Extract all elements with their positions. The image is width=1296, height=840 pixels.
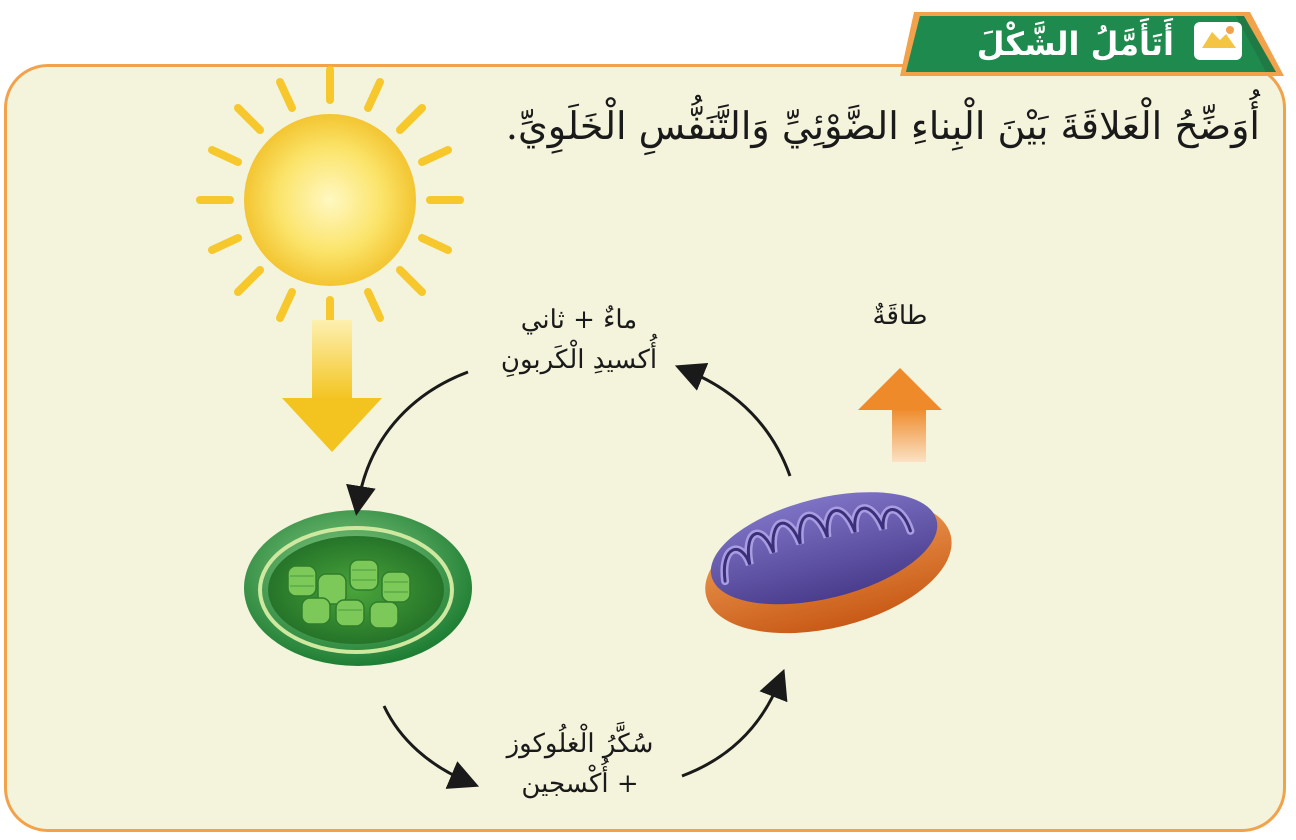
energy-label: طاقَةٌ	[840, 296, 960, 336]
inputs-label-line2: أُكسيدِ الْكَربونِ	[474, 340, 684, 380]
products-label-line1: سُكَّرُ الْغلُوكوز	[470, 724, 690, 764]
header-tab: أَتَأَمَّلُ الشَّكْلَ	[900, 12, 1284, 78]
cycle-arrow-to-chloroplast	[358, 372, 468, 504]
cycle-arrow-to-mitochondrion	[682, 680, 780, 776]
book-icon	[1190, 18, 1246, 64]
cycle-arrow-to-products	[384, 706, 468, 782]
products-label-line2: + أُكْسجين	[470, 764, 690, 804]
question-text: أُوَضِّحُ الْعَلاقَةَ بَيْنَ الْبِناءِ ا…	[506, 104, 1260, 148]
inputs-label-line1: ماءٌ + ثاني	[474, 300, 684, 340]
header-title: أَتَأَمَّلُ الشَّكْلَ	[977, 22, 1174, 66]
products-label: سُكَّرُ الْغلُوكوز + أُكْسجين	[470, 724, 690, 804]
sun-icon	[200, 70, 460, 330]
inputs-label: ماءٌ + ثاني أُكسيدِ الْكَربونِ	[474, 300, 684, 380]
mitochondrion-icon	[690, 469, 966, 656]
energy-arrow-icon	[858, 368, 942, 462]
energy-label-text: طاقَةٌ	[840, 296, 960, 336]
cycle-arrow-to-inputs	[686, 370, 790, 476]
light-arrow-icon	[282, 320, 382, 452]
chloroplast-icon	[244, 510, 472, 666]
